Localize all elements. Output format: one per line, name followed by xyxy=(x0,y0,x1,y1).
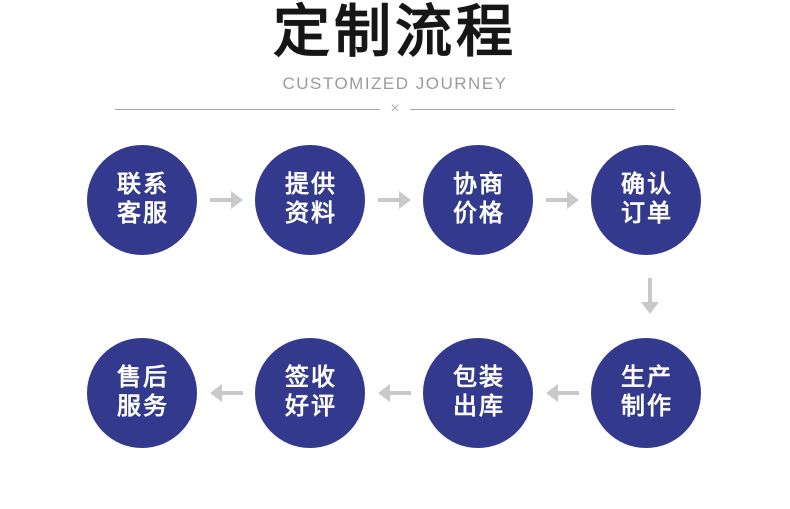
divider-x-icon: × xyxy=(390,100,400,117)
divider: × xyxy=(115,101,675,117)
step-production: 生产 制作 xyxy=(591,338,701,448)
step-label-line: 提供 xyxy=(285,171,337,199)
step-sign-and-review: 签收 好评 xyxy=(255,338,365,448)
step-label-line: 资料 xyxy=(285,200,337,227)
step-after-sales-service: 售后 服务 xyxy=(87,338,197,448)
step-provide-materials: 提供 资料 xyxy=(255,145,365,255)
step-label-line: 出库 xyxy=(453,393,505,420)
step-label-line: 好评 xyxy=(285,393,337,420)
arrow-right-icon xyxy=(377,191,411,209)
arrow-down-icon xyxy=(634,278,666,314)
arrow-left-icon xyxy=(377,384,411,402)
arrow-right-icon xyxy=(209,191,243,209)
arrow-left-icon xyxy=(545,384,579,402)
step-label-line: 生产 xyxy=(621,364,673,392)
flow-row-bottom: 售后 服务 签收 好评 包装 出库 生产 制作 xyxy=(87,338,701,448)
step-confirm-order: 确认 订单 xyxy=(591,145,701,255)
step-label-line: 服务 xyxy=(117,393,169,420)
step-label-line: 签收 xyxy=(285,364,337,392)
step-label-line: 客服 xyxy=(117,200,169,227)
step-label-line: 包装 xyxy=(453,364,505,392)
step-contact-service: 联系 客服 xyxy=(87,145,197,255)
step-label-line: 订单 xyxy=(621,200,673,227)
step-label-line: 售后 xyxy=(117,364,169,392)
arrow-right-icon xyxy=(545,191,579,209)
flow-row-top: 联系 客服 提供 资料 协商 价格 确认 订单 xyxy=(87,145,701,255)
step-label-line: 确认 xyxy=(621,171,673,199)
divider-line-right xyxy=(409,108,675,110)
step-negotiate-price: 协商 价格 xyxy=(423,145,533,255)
page-subtitle: CUSTOMIZED JOURNEY xyxy=(282,74,508,93)
step-label-line: 制作 xyxy=(621,393,673,420)
page-title: 定制流程 xyxy=(273,0,517,64)
divider-line-left xyxy=(115,108,381,110)
step-label-line: 价格 xyxy=(453,200,505,227)
step-label-line: 联系 xyxy=(117,171,169,199)
arrow-left-icon xyxy=(209,384,243,402)
step-label-line: 协商 xyxy=(453,171,505,199)
step-packing-shipment: 包装 出库 xyxy=(423,338,533,448)
